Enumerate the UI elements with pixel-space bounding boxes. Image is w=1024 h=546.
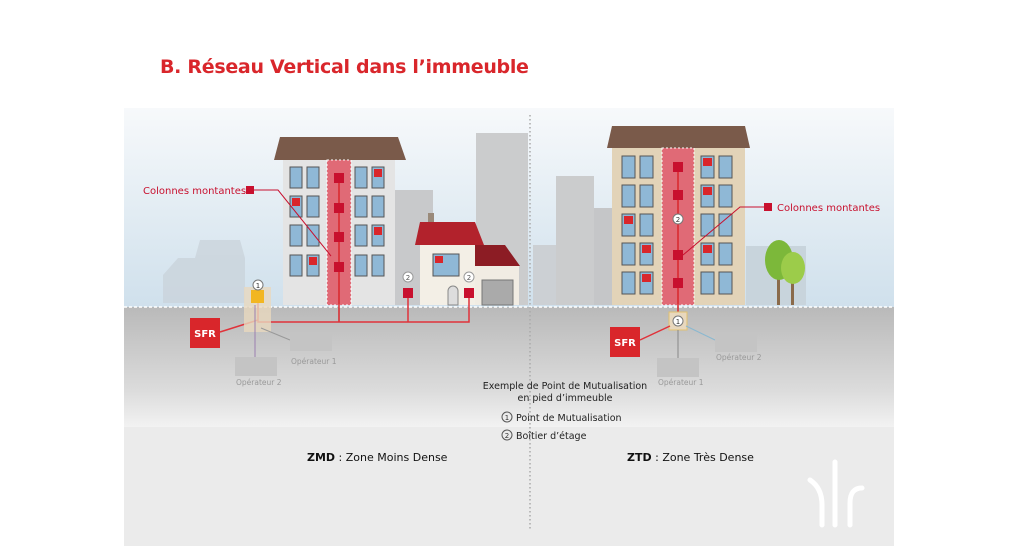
operator2-label: Opérateur 2 — [236, 378, 282, 387]
marker-2: 2 — [467, 274, 471, 282]
marker-2: 2 — [406, 274, 410, 282]
left-apartment-building — [274, 137, 406, 322]
legend-item: Boîtier d’étage — [516, 431, 587, 442]
operator2-box — [235, 357, 277, 376]
sfr-logo — [610, 327, 640, 357]
svg-text:SFR: SFR — [614, 338, 636, 349]
marker-2: 2 — [676, 216, 680, 224]
legend-caption: Exemple de Point de Mutualisation — [483, 381, 647, 392]
right-apartment-building: 2 — [607, 126, 750, 315]
operator1-box — [290, 332, 332, 351]
operator1-box — [657, 358, 699, 377]
svg-text:SFR: SFR — [194, 329, 216, 340]
zone-left-label: ZMD : Zone Moins Dense — [307, 451, 448, 464]
trees — [765, 240, 805, 305]
operator2-label: Opérateur 2 — [716, 353, 762, 362]
diagram-title: B. Réseau Vertical dans l’immeuble — [160, 56, 529, 78]
operator1-label: Opérateur 1 — [658, 378, 704, 387]
legend-item: Point de Mutualisation — [516, 413, 622, 424]
background-tower — [556, 176, 594, 305]
floor-boxes — [334, 173, 344, 272]
left-callout-label: Colonnes montantes — [143, 186, 246, 197]
legend-caption: en pied d’immeuble — [517, 393, 612, 404]
floor-box — [403, 288, 413, 298]
sfr-logo — [190, 318, 220, 348]
operator2-box — [715, 333, 757, 352]
background-houses — [163, 240, 245, 303]
right-callout-label: Colonnes montantes — [777, 203, 880, 214]
floor-box — [464, 288, 474, 298]
brand-watermark-icon — [807, 459, 865, 528]
bottom-band — [124, 427, 894, 546]
marker-1: 1 — [256, 282, 260, 290]
operator1-label: Opérateur 1 — [291, 357, 337, 366]
legend-num: 1 — [505, 414, 509, 422]
mutualisation-point — [251, 290, 264, 303]
marker-1: 1 — [676, 318, 680, 326]
background-tower — [533, 245, 558, 305]
background-tower — [594, 208, 614, 305]
zone-right-label: ZTD : Zone Très Dense — [627, 451, 754, 464]
legend-num: 2 — [505, 432, 509, 440]
